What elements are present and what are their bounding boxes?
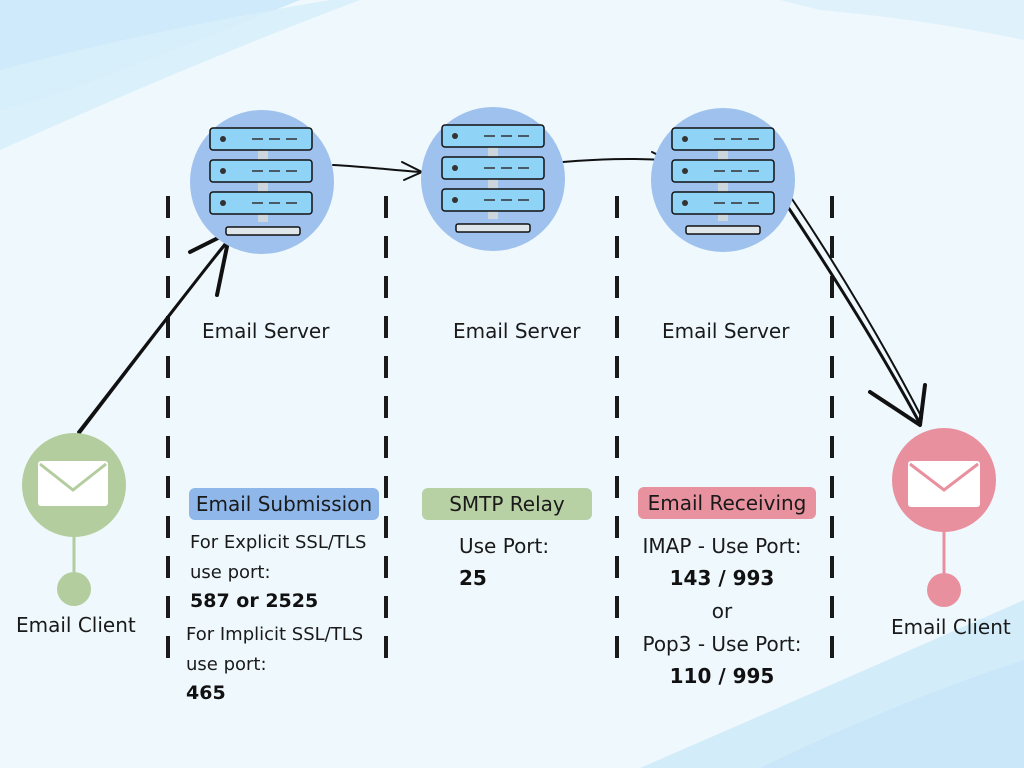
- server-rack-icon: [209, 127, 313, 236]
- receiver-client-node: [892, 428, 996, 607]
- sender-client-node: [22, 433, 126, 606]
- server-node-2: [421, 107, 565, 251]
- submission-explicit-line2: use port:: [190, 562, 271, 583]
- arrow-relay-to-receiving: [562, 157, 666, 163]
- receiving-imap-line: IMAP - Use Port:: [642, 534, 802, 558]
- server-1-label: Email Server: [202, 319, 330, 343]
- server-node-3: [651, 108, 795, 252]
- arrow-receiving-to-client: [780, 196, 920, 422]
- relay-port: 25: [459, 566, 487, 590]
- submission-implicit-port: 465: [186, 682, 226, 704]
- server-rack-icon: [671, 127, 775, 235]
- receiving-imap-ports: 143 / 993: [669, 566, 775, 590]
- server-3-label: Email Server: [662, 319, 790, 343]
- server-rack-icon: [441, 124, 545, 233]
- sender-client-label: Email Client: [16, 613, 136, 637]
- receiving-or-text: or: [711, 599, 733, 623]
- stage-relay-title: SMTP Relay: [422, 488, 592, 520]
- relay-line1: Use Port:: [459, 534, 550, 558]
- receiving-pop3-line: Pop3 - Use Port:: [642, 632, 802, 656]
- envelope-icon: [908, 461, 980, 507]
- submission-implicit-line2: use port:: [186, 654, 267, 675]
- envelope-icon: [38, 461, 108, 506]
- receiver-client-label: Email Client: [891, 615, 1011, 639]
- receiving-pop3-ports: 110 / 995: [669, 664, 775, 688]
- server-2-label: Email Server: [453, 319, 581, 343]
- submission-explicit-ports: 587 or 2525: [190, 590, 319, 612]
- submission-explicit-line1: For Explicit SSL/TLS: [190, 532, 367, 553]
- submission-implicit-line1: For Implicit SSL/TLS: [186, 624, 364, 645]
- stage-receiving-title: Email Receiving: [638, 487, 816, 519]
- server-node-1: [190, 110, 334, 254]
- arrow-submission-to-relay: [332, 164, 421, 173]
- stage-submission-title: Email Submission: [189, 488, 379, 520]
